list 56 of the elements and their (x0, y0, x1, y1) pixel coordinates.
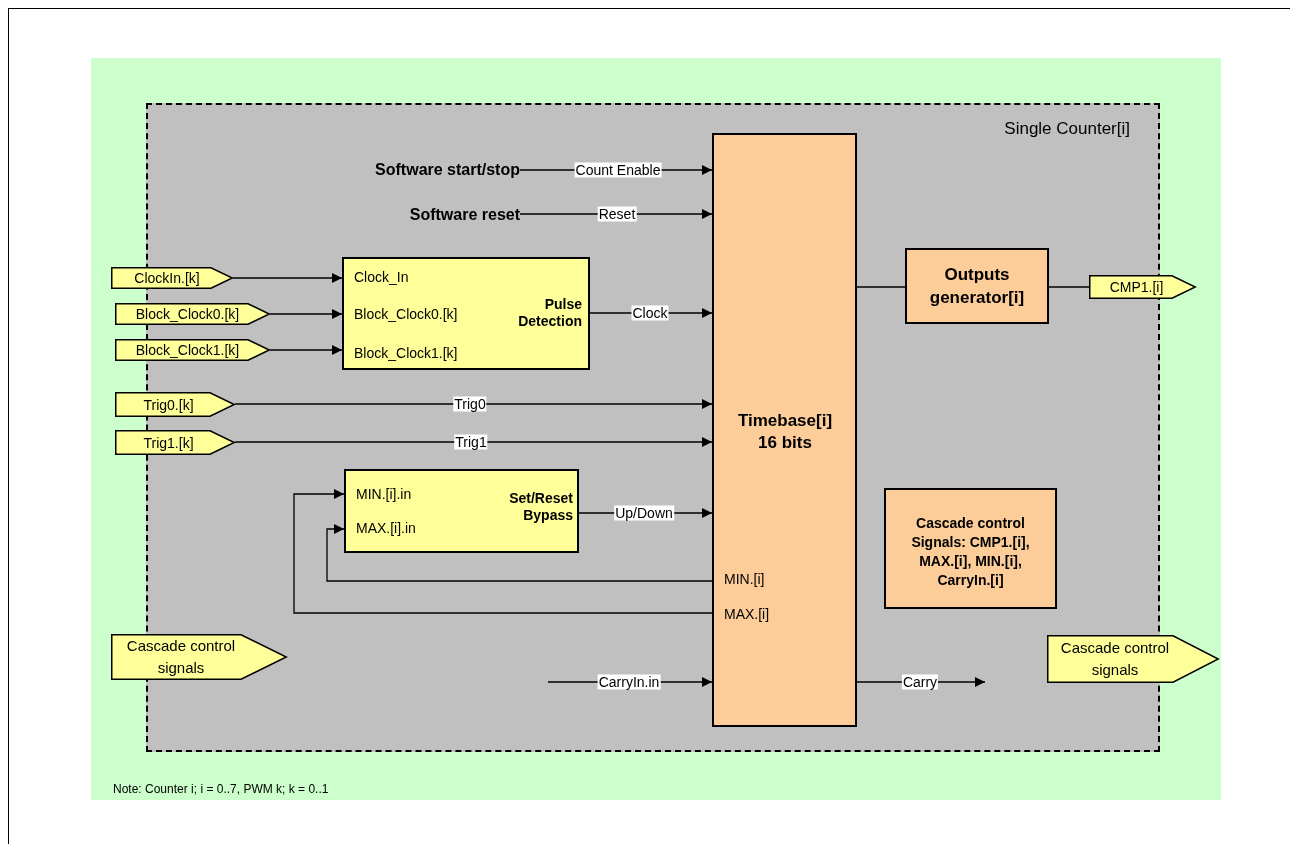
connector-line (1048, 286, 1090, 288)
timebase-block (712, 133, 857, 727)
arrow (293, 489, 713, 614)
edge-label: Clock (631, 305, 669, 321)
edge-label: Count Enable (574, 162, 662, 178)
tag-label: Cascade control signals (125, 636, 237, 678)
block-label: Set/Reset Bypass (508, 490, 573, 524)
signal-tag (1089, 275, 1196, 299)
note-text: Note: Counter i; i = 0..7, PWM k; k = 0..1 (113, 781, 329, 798)
set-reset-bypass-block (344, 469, 579, 553)
edge-label: CarryIn.in (597, 674, 661, 690)
tag-label: Trig0.[k] (142, 396, 195, 413)
block-label: Timebase[i] 16 bits (736, 410, 834, 454)
port-label: Clock_In (354, 269, 409, 286)
edge-label: Carry (901, 674, 939, 690)
block-label: Cascade control Signals: CMP1.[i], MAX.[i], MIN.[i], CarryIn.[i] (910, 514, 1031, 590)
signal-source-label: Software start/stop (300, 158, 520, 182)
port-label: MIN.[i] (724, 571, 765, 588)
port-label: MAX.[i] (724, 606, 770, 623)
tag-label: Cascade control signals (1059, 638, 1171, 680)
signal-tag (115, 339, 270, 361)
edge-label: Trig0 (453, 396, 487, 412)
tag-label: Trig1.[k] (142, 434, 195, 451)
tag-label: CMP1.[i] (1108, 278, 1165, 296)
signal-tag (111, 267, 233, 289)
tag-label: Block_Clock1.[k] (134, 341, 241, 359)
tag-label: ClockIn.[k] (133, 269, 201, 287)
outputs-generator-block (905, 248, 1049, 324)
arrow (234, 437, 713, 447)
arrow (326, 524, 713, 582)
arrow (269, 345, 343, 355)
pulse-detection-block (342, 257, 590, 370)
port-label: Block_Clock1.[k] (354, 345, 458, 362)
port-label: MIN.[i].in (356, 486, 412, 503)
edge-label: Trig1 (454, 434, 488, 450)
port-label: MAX.[i].in (356, 520, 416, 537)
arrow (232, 273, 343, 283)
signal-tag (115, 392, 235, 417)
tag-label: Block_Clock0.[k] (134, 305, 241, 323)
block-label: Pulse Detection (517, 296, 582, 330)
signal-source-label: Software reset (300, 203, 520, 227)
signal-tag (111, 634, 287, 680)
signal-tag (115, 430, 235, 455)
signal-tag (1047, 635, 1219, 683)
arrow (269, 309, 343, 319)
region-title: Single Counter[i] (1003, 120, 1130, 137)
edge-label: Reset (597, 206, 637, 222)
edge-label: Up/Down (614, 505, 674, 521)
arrow (519, 209, 713, 219)
port-label: Block_Clock0.[k] (354, 306, 458, 323)
block-label: Outputs generator[i] (928, 264, 1026, 309)
panel-background (91, 58, 1221, 800)
signal-tag (115, 303, 270, 325)
connector-line (856, 286, 906, 288)
cascade-signals-block (884, 488, 1057, 609)
arrow (234, 399, 713, 409)
